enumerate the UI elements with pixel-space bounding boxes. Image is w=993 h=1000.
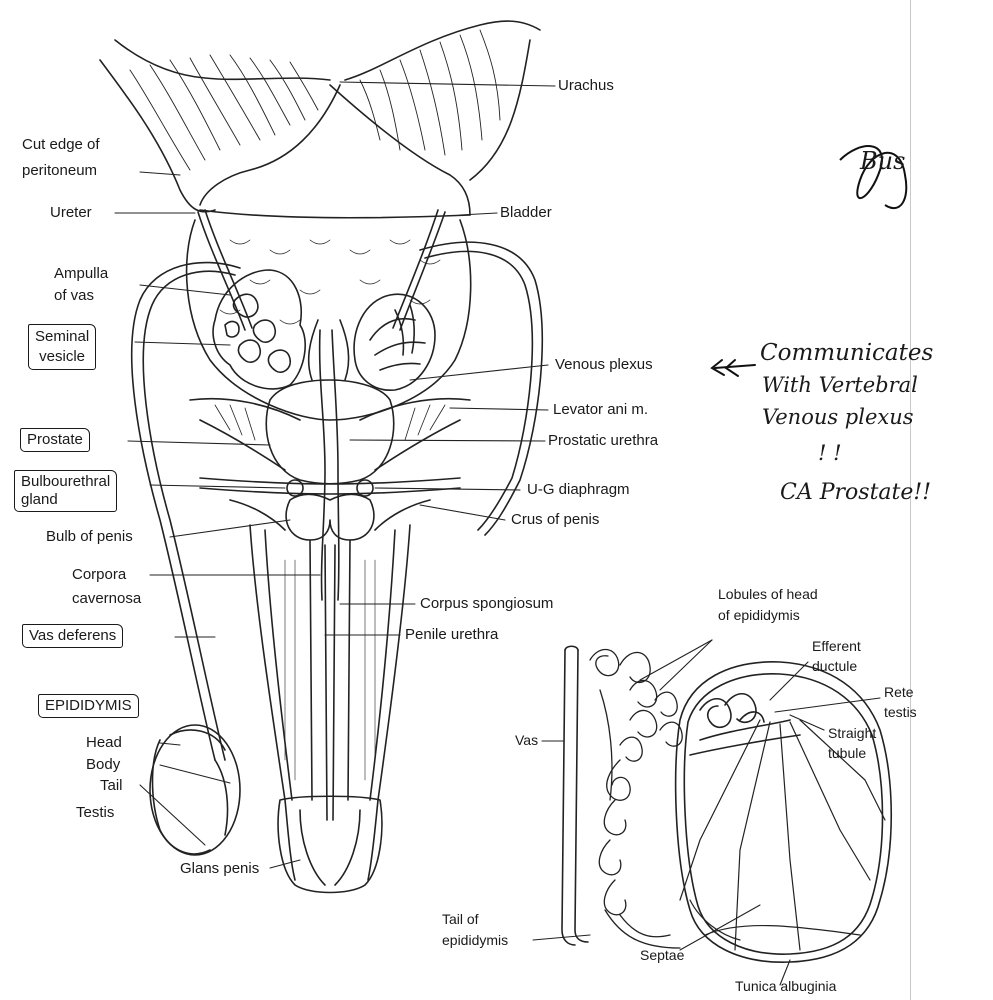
label-prostate-box: Prostate [20,428,90,452]
label-glans-penis: Glans penis [180,860,259,878]
bulb-of-penis-drawing [286,494,374,540]
label-vas-deferens: Vas deferens [29,627,116,644]
label-head: Head [86,734,122,752]
label-epididymis: EPIDIDYMIS [45,697,132,714]
vas-deferens-right-drawing [420,242,542,535]
leader-lines [115,82,880,985]
label-corpus-spongiosum: Corpus spongiosum [420,595,553,613]
crus-left [230,500,285,530]
label-bulbourethral-line1: Bulbourethral [21,473,110,491]
peritoneum-drawing [100,21,540,218]
vas-deferens-left-drawing [132,263,240,760]
label-ampulla-line2: of vas [54,287,94,305]
label-cut-edge-line1: Cut edge of [22,136,100,154]
label-prostatic-urethra: Prostatic urethra [548,432,658,450]
label-bulbourethral-line2: gland [21,491,110,509]
label-ug-diaphragm: U-G diaphragm [527,481,630,499]
label-seminal-line2: vesicle [35,347,89,367]
bladder-drawing [187,220,471,420]
handwritten-note-line1: Communicates [760,338,933,368]
label-testis: Testis [76,804,114,822]
label-seminal-vesicle-box: Seminal vesicle [28,324,96,370]
levator-ani-drawing [190,399,470,470]
label-rete-line2: testis [884,703,917,721]
handwritten-note-line5: CA Prostate!! [780,478,931,508]
label-lobules-line2: of epididymis [718,606,800,624]
label-ureter: Ureter [50,204,92,222]
label-epididymis-box: EPIDIDYMIS [38,694,139,718]
label-lobules-line1: Lobules of head [718,585,818,603]
label-cut-edge-line2: peritoneum [22,162,97,180]
label-tail-epididymis-line1: Tail of [442,910,479,928]
ureter-right [400,212,445,330]
handwritten-arrow [712,360,755,376]
epididymis-head-coils [590,650,682,949]
label-septae: Septae [640,946,684,964]
handwritten-note-line2: With Vertebral [762,370,918,400]
label-levator-ani: Levator ani m. [553,401,648,419]
penis-body-drawing [250,525,410,893]
label-corpora-line1: Corpora [72,566,126,584]
label-bulb-of-penis: Bulb of penis [46,528,133,546]
label-tail-epididymis-line2: epididymis [442,931,508,949]
label-straight-line1: Straight [828,724,876,742]
label-penile-urethra: Penile urethra [405,626,498,644]
testis-section-drawing [676,662,892,962]
label-efferent-line2: ductule [812,657,857,675]
label-efferent-line1: Efferent [812,637,861,655]
label-vas: Vas [515,731,538,749]
label-ampulla-line1: Ampulla [54,265,108,283]
label-venous-plexus: Venous plexus [555,356,653,374]
crus-right [375,500,430,530]
prostate-drawing [266,380,394,484]
seminal-vesicle-right [354,294,435,390]
label-straight-line2: tubule [828,744,866,762]
handwritten-note-line4: ! ! [818,438,842,468]
handwritten-signature: Bus [860,146,905,176]
label-rete-line1: Rete [884,683,914,701]
label-body: Body [86,756,120,774]
label-tunica-albuginia: Tunica albuginia [735,977,836,995]
label-tail: Tail [100,777,123,795]
vas-tube-drawing [562,646,588,945]
label-crus-of-penis: Crus of penis [511,511,599,529]
label-bladder: Bladder [500,204,552,222]
label-bulbourethral-box: Bulbourethral gland [14,470,117,512]
label-seminal-line1: Seminal [35,327,89,347]
label-vas-deferens-box: Vas deferens [22,624,123,648]
label-corpora-line2: cavernosa [72,590,141,608]
handwritten-note-line3: Venous plexus [762,402,914,432]
label-prostate: Prostate [27,431,83,448]
glans-drawing [278,796,382,892]
label-urachus: Urachus [558,77,614,95]
seminal-vesicle-left [213,270,305,389]
